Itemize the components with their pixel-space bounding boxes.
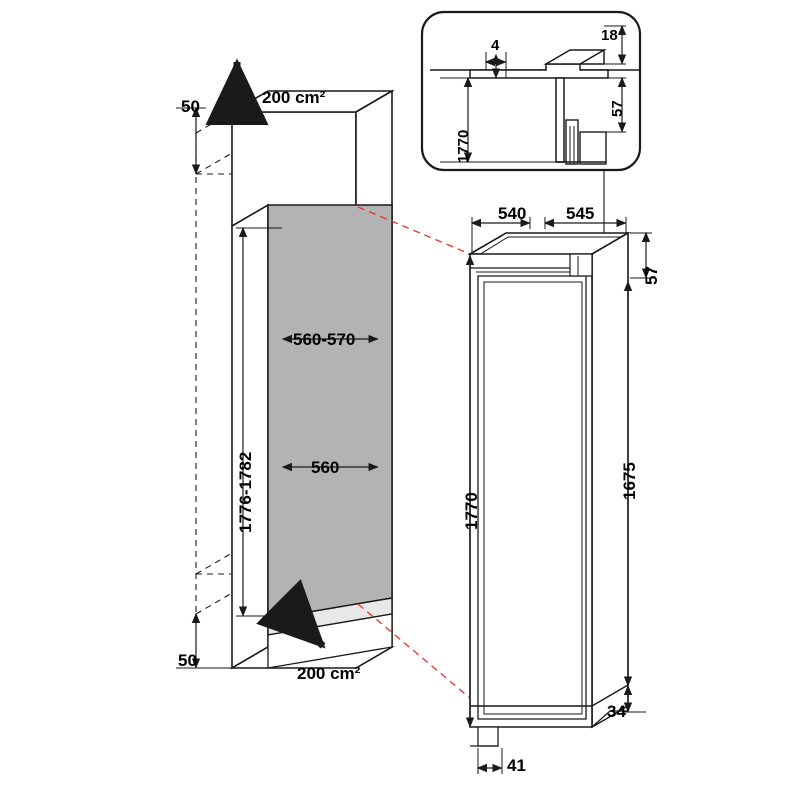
appliance-drawing bbox=[465, 217, 652, 774]
dim-57 bbox=[630, 231, 652, 279]
detail-top-panel bbox=[469, 63, 609, 79]
detail-dim-1770 bbox=[440, 76, 560, 163]
label-appliance-height: 1770 bbox=[462, 492, 481, 530]
guide-top bbox=[357, 206, 471, 255]
label-door-height: 1675 bbox=[620, 462, 639, 500]
guide-bottom bbox=[357, 603, 471, 699]
label-detail-top-depth: 4 bbox=[491, 37, 500, 54]
appliance-foot-front bbox=[477, 726, 499, 747]
dim-41 bbox=[476, 748, 503, 774]
label-appliance-width: 545 bbox=[566, 204, 595, 223]
label-detail-top-gap: 18 bbox=[601, 27, 618, 44]
label-appliance-top-depth: 540 bbox=[498, 204, 527, 223]
label-detail-hinge: 57 bbox=[609, 100, 626, 117]
dim-top-gap-50 bbox=[176, 106, 206, 175]
label-niche-width-range: 560-570 bbox=[293, 330, 356, 349]
upper-cabinet-box bbox=[229, 89, 395, 228]
label-niche-height-range: 1776-1782 bbox=[236, 451, 255, 533]
label-niche-bottom-gap: 50 bbox=[178, 651, 197, 670]
niche-plinth-face bbox=[267, 613, 393, 669]
appliance-door-inner-2 bbox=[483, 281, 583, 715]
detail-dim-4 bbox=[484, 52, 507, 79]
label-hinge-offset: 57 bbox=[642, 266, 661, 285]
detail-dim-18 bbox=[604, 24, 627, 65]
niche-top-back-diag bbox=[195, 111, 233, 134]
bottom-vent-arrow bbox=[256, 579, 326, 649]
niche-bottom-gap-diag bbox=[195, 552, 233, 575]
label-bottom-vent-area: 200 cm² bbox=[297, 664, 361, 683]
label-top-vent-area: 200 cm² bbox=[262, 88, 326, 107]
appliance-plinth-side-line bbox=[591, 684, 629, 707]
label-detail-height: 1770 bbox=[455, 129, 472, 163]
projection-guides bbox=[357, 206, 471, 699]
niche-top-gap-diag bbox=[195, 152, 233, 175]
niche-back-panel bbox=[267, 204, 393, 620]
detail-appliance-side bbox=[555, 77, 565, 163]
dim-540 bbox=[470, 217, 531, 252]
dim-niche-height bbox=[236, 226, 282, 617]
label-niche-top-gap: 50 bbox=[181, 97, 200, 116]
niche-left-panel bbox=[231, 203, 269, 670]
dim-34 bbox=[623, 684, 646, 713]
dim-bottom-gap-50 bbox=[176, 612, 240, 669]
niche-bottom-back-diag bbox=[195, 592, 233, 615]
niche-drawing bbox=[176, 58, 471, 699]
detail-dim-57 bbox=[606, 76, 627, 133]
appliance-door-face bbox=[469, 253, 593, 728]
label-foot-depth: 41 bbox=[507, 756, 526, 775]
detail-appliance-frame bbox=[565, 119, 579, 165]
label-plinth-height: 34 bbox=[607, 702, 626, 721]
appliance-door-inner bbox=[477, 275, 587, 720]
detail-callout bbox=[420, 10, 642, 172]
dim-545 bbox=[543, 217, 627, 233]
label-niche-depth: 560 bbox=[311, 458, 340, 477]
detail-door-panel bbox=[579, 131, 607, 165]
appliance-hinge-bracket bbox=[569, 253, 593, 277]
